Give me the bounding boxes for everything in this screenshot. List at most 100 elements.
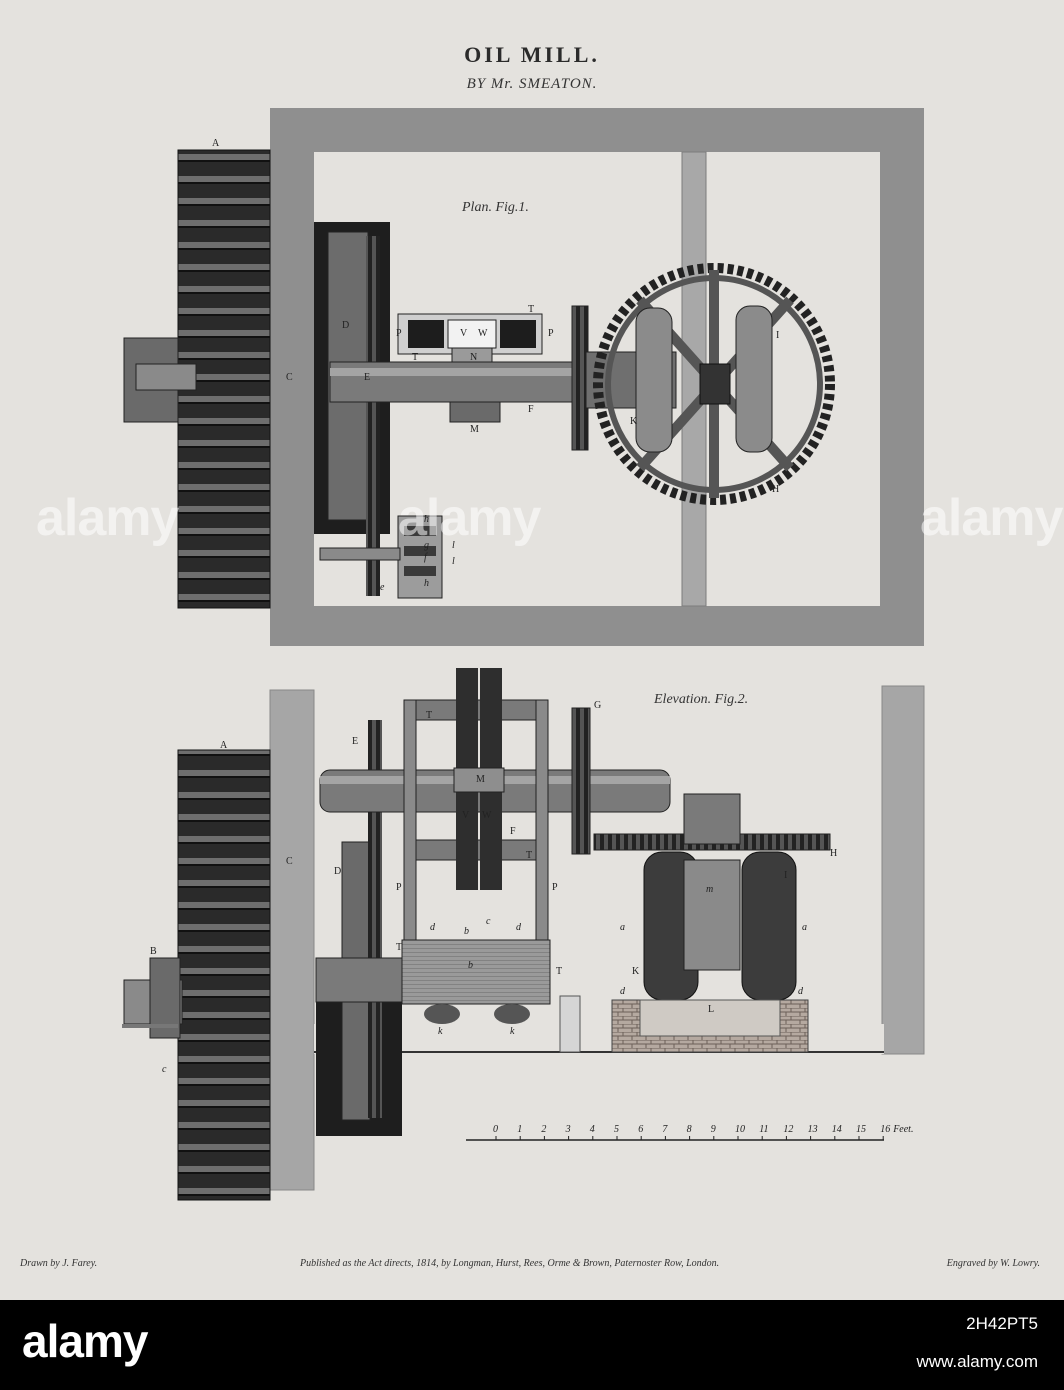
plan-great-gear-H [593,263,835,505]
scale-tick-label: 16 [880,1124,890,1135]
plan-label-e: e [380,582,385,593]
elev-bowl-k2 [494,1004,530,1024]
elev-label-d2: d [516,922,522,933]
plan-label-l1: l [452,540,455,551]
plan-bearing-M [449,401,501,423]
elev-label-V: V [462,810,470,821]
elev-label-H: H [830,848,837,859]
elev-label-m: m [706,884,713,895]
elev-right-wall [881,685,925,1055]
elev-label-I: I [784,870,787,881]
elev-label-T2: T [526,850,532,861]
plan-label-E: E [364,372,370,383]
elev-label-b2: b [468,960,473,971]
elev-press-block [401,939,551,1005]
scale-tick-label: 15 [856,1124,866,1135]
elev-label-d1: d [430,922,436,933]
credit-published: Published as the Act directs, 1814, by L… [300,1258,720,1269]
elev-label-T3: T [396,942,402,953]
plan-runner-K [635,307,673,453]
plan-label-P1: P [396,328,402,339]
plan-figure: A C D E F H I K M N P P T T V W h h g f … [123,108,924,646]
page-subtitle: BY Mr. SMEATON. [466,76,598,92]
elev-label-a2: a [802,922,807,933]
plan-label-I: I [776,330,779,341]
scale-unit-label: Feet. [892,1124,913,1135]
scale-tick-label: 2 [541,1124,546,1135]
scale-tick-label: 14 [832,1124,842,1135]
image-id: 2H42PT5 [966,1314,1038,1333]
scale-tick-label: 4 [590,1124,595,1135]
elev-label-W: W [482,810,492,821]
elev-label-A: A [220,740,228,751]
elev-label-B: B [150,946,157,957]
elev-runner-I [741,851,797,1001]
page-title: OIL MILL. [464,42,600,67]
credit-drawn-by: Drawn by J. Farey. [20,1258,98,1269]
scale-tick-label: 1 [517,1124,522,1135]
elev-wall-C [269,689,315,1191]
elev-label-a1: a [620,922,625,933]
plan-label-h2: h [424,578,429,589]
scale-tick-label: 11 [759,1124,768,1135]
elev-label-k1: k [438,1026,443,1037]
scale-tick-label: 8 [687,1124,692,1135]
elev-label-T1: T [426,710,432,721]
oil-mill-drawing: A C D E F H I K M N P P T T V W h h g f … [122,108,925,1201]
plan-label-D: D [342,320,349,331]
scale-tick-label: 13 [808,1124,818,1135]
alamy-logo: alamy [22,1315,148,1367]
elev-label-E: E [352,736,358,747]
scale-tick-label: 5 [614,1124,619,1135]
plan-pitwheel-teeth [366,236,380,596]
plan-label-K: K [630,416,638,427]
elev-label-K: K [632,966,640,977]
plan-label-W: W [478,328,488,339]
plan-label-F: F [528,404,534,415]
elev-label-c2: c [486,916,491,927]
scale-tick-label: 7 [662,1124,668,1135]
plan-label-g: g [424,540,429,551]
elev-label-M: M [476,774,485,785]
credit-engraved-by: Engraved by W. Lowry. [946,1258,1040,1269]
footer-url: www.alamy.com [916,1352,1038,1371]
elev-label-c: c [162,1064,167,1075]
plan-label-N: N [470,352,477,363]
elev-crown-gear-G [571,707,591,855]
scale-tick-label: 3 [565,1124,571,1135]
scale-tick-label: 12 [783,1124,793,1135]
elev-label-F: F [510,826,516,837]
plan-caption: Plan. Fig.1. [462,200,529,215]
stock-footer-bar: alamy 2H42PT5 www.alamy.com [0,1300,1064,1390]
scale-tick-label: 9 [711,1124,716,1135]
elev-label-T4: T [556,966,562,977]
plan-label-T1: T [528,304,534,315]
engraving-plate: A C D E F H I K M N P P T T V W h h g f … [0,0,1064,1300]
scale-tick-label: 0 [493,1124,498,1135]
elev-label-k2: k [510,1026,515,1037]
scale-tick-label: 10 [735,1124,745,1135]
plan-label-l2: l [452,556,455,567]
plan-label-M: M [470,424,479,435]
plan-label-T2: T [412,352,418,363]
elev-press-post-right [535,699,549,941]
elev-label-G: G [594,700,601,711]
elev-label-P2: P [552,882,558,893]
elevation-figure: A B C c D E F G H I K L M P P T T T T V … [122,668,925,1201]
plan-label-f: f [424,552,428,563]
elev-label-C: C [286,856,293,867]
elev-press-post-left [403,699,417,941]
elev-label-b1: b [464,926,469,937]
elev-label-d3: d [620,986,626,997]
elevation-caption: Elevation. Fig.2. [654,692,749,707]
elev-label-D: D [334,866,341,877]
plan-label-C: C [286,372,293,383]
elev-label-d4: d [798,986,804,997]
elev-axis-m [683,859,741,971]
elev-bowl-k1 [424,1004,460,1024]
scale-tick-label: 6 [638,1124,643,1135]
plan-runner-I [735,305,773,453]
elev-pitwheel-E [368,720,382,1118]
elev-water-wheel [178,750,270,1200]
plan-label-V: V [460,328,468,339]
